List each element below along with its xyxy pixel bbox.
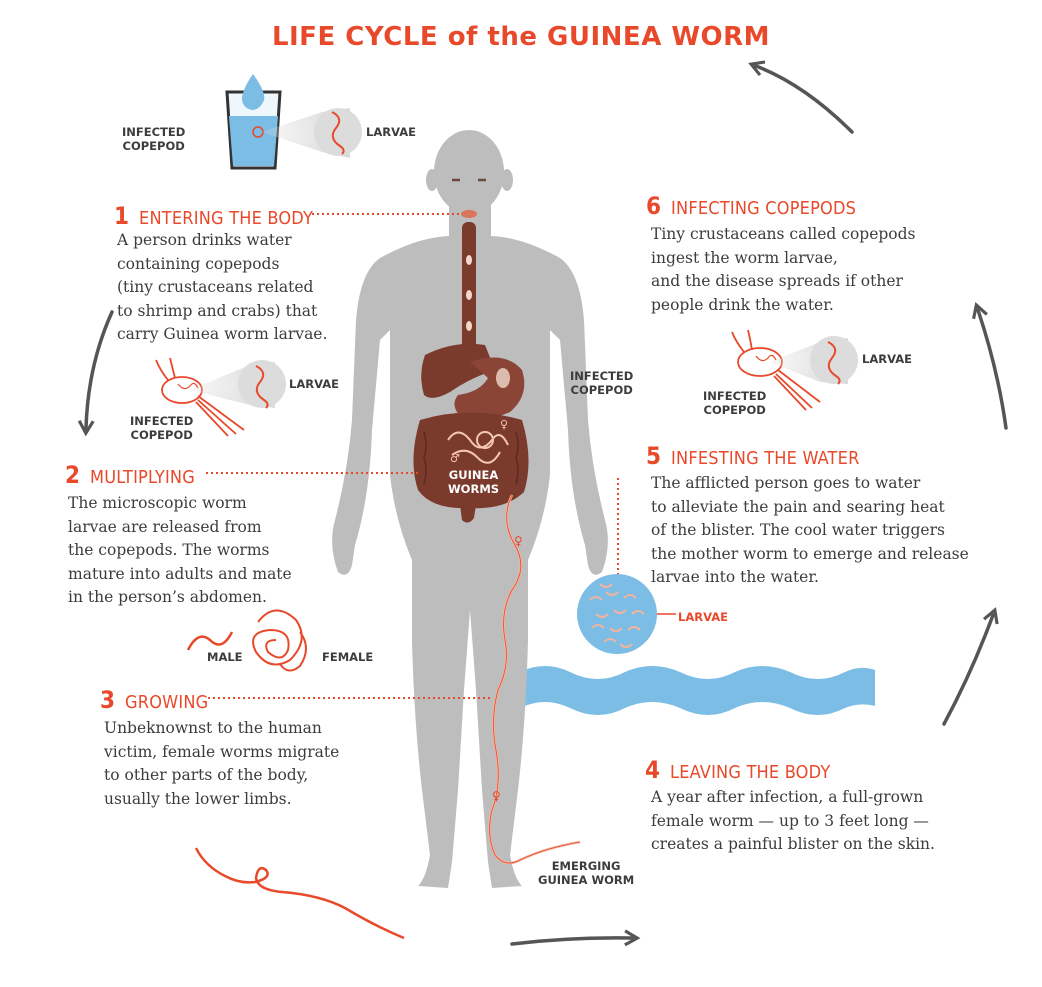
step6-number: 6	[646, 192, 662, 220]
step6-text: Tiny crustaceans called copepods ingest …	[651, 225, 916, 314]
step3-title: GROWING	[125, 692, 209, 713]
emerged-worm	[194, 847, 405, 940]
cycle-arrow-lower-right	[942, 607, 999, 726]
step3-text: Unbeknownst to the human victim, female …	[104, 719, 340, 808]
step5-text: The afflicted person goes to water to al…	[651, 474, 969, 586]
step4-text: A year after infection, a full-grown fem…	[651, 788, 935, 853]
label-emerging-worm: EMERGING GUINEA WORM	[538, 859, 635, 887]
label-larvae-step6: LARVAE	[862, 352, 912, 366]
cycle-arrow-left	[77, 310, 114, 437]
esophagus	[462, 222, 476, 368]
magnifier-step1	[238, 360, 286, 408]
step3-heading: 3 GROWING	[100, 686, 208, 714]
svg-text:♂: ♂	[450, 452, 460, 465]
male-worm-icon	[186, 631, 234, 651]
label-larvae-water: LARVAE	[678, 610, 728, 624]
intestines	[413, 412, 529, 523]
cycle-arrows	[77, 60, 1008, 947]
step2-title: MULTIPLYING	[90, 467, 195, 488]
water-glass-icon	[225, 74, 282, 170]
step1-number: 1	[114, 202, 130, 230]
step5-heading: 5 INFESTING THE WATER	[646, 442, 860, 470]
cycle-arrow-bottom	[510, 929, 641, 947]
cycle-arrow-top	[748, 60, 854, 134]
svg-text:♀: ♀	[492, 789, 501, 803]
water-wave	[520, 666, 875, 715]
label-infected-copepod-stomach: INFECTED COPEPOD	[570, 369, 634, 397]
cycle-arrow-upper-right	[972, 302, 1008, 430]
step6-heading: 6 INFECTING COPEPODS	[646, 192, 856, 220]
label-female: FEMALE	[322, 650, 374, 664]
step2-number: 2	[65, 461, 81, 489]
step4-heading: 4 LEAVING THE BODY	[645, 756, 830, 784]
label-guinea-worms: GUINEA WORMS	[448, 468, 500, 496]
face	[452, 178, 486, 218]
step4-number: 4	[645, 756, 661, 784]
step3-number: 3	[100, 686, 116, 714]
label-larvae-step1: LARVAE	[289, 377, 339, 391]
step6-title: INFECTING COPEPODS	[671, 198, 857, 219]
label-larvae-glass: LARVAE	[366, 125, 416, 139]
step2-text: The microscopic worm larvae are released…	[68, 494, 292, 606]
leader-lines	[206, 213, 619, 699]
svg-text:♀: ♀	[514, 534, 523, 548]
label-infected-copepod-step1: INFECTED COPEPOD	[130, 414, 194, 442]
label-infected-copepod-glass: INFECTED COPEPOD	[122, 125, 186, 153]
label-male: MALE	[207, 650, 243, 664]
step4-title: LEAVING THE BODY	[670, 762, 831, 783]
diagram-title: LIFE CYCLE of the GUINEA WORM	[271, 22, 771, 52]
step5-number: 5	[646, 442, 662, 470]
step2-heading: 2 MULTIPLYING	[65, 461, 195, 489]
liver	[421, 343, 495, 398]
label-infected-copepod-step6: INFECTED COPEPOD	[703, 389, 767, 417]
magnifier-glass	[314, 108, 362, 156]
step1-title: ENTERING THE BODY	[139, 208, 314, 229]
svg-text:♀: ♀	[500, 418, 508, 431]
step1-text: A person drinks water containing copepod…	[117, 231, 328, 343]
female-worm-icon	[252, 609, 307, 672]
magnifier-step6	[810, 336, 858, 384]
step5-title: INFESTING THE WATER	[671, 448, 860, 469]
larvae-magnified-circle	[577, 574, 657, 654]
step1-heading: 1 ENTERING THE BODY	[114, 202, 313, 230]
